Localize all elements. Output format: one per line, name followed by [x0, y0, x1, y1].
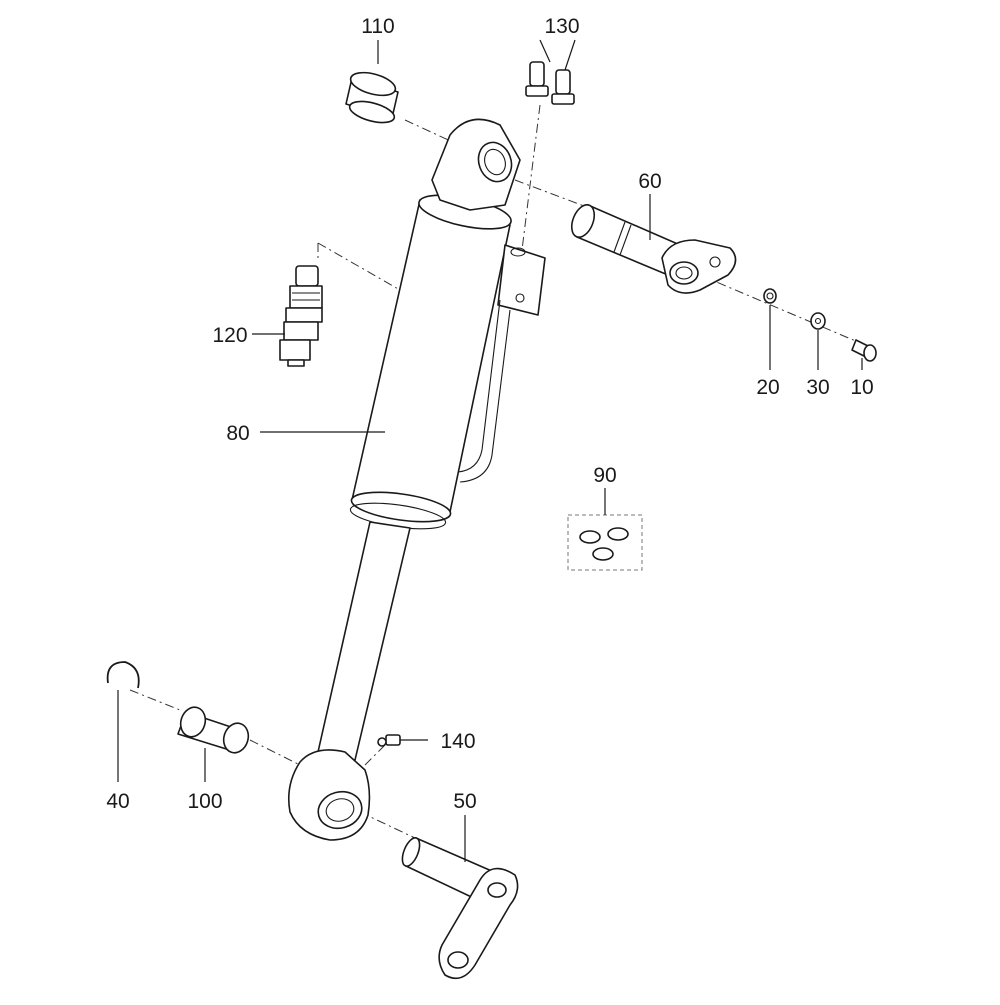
callout-10: 10	[850, 376, 873, 399]
callout-90: 90	[593, 464, 616, 487]
small-hardware	[763, 288, 877, 362]
rod-eye	[287, 749, 371, 841]
callout-140: 140	[440, 730, 475, 753]
callout-130: 130	[544, 15, 579, 38]
callout-40: 40	[106, 790, 129, 813]
callout-60: 60	[638, 170, 661, 193]
callout-20: 20	[756, 376, 779, 399]
bushing-100	[177, 706, 250, 754]
callout-30: 30	[806, 376, 829, 399]
callout-120: 120	[212, 324, 247, 347]
leader-lines	[117, 39, 863, 862]
callout-80: 80	[226, 422, 249, 445]
piston-rod	[317, 521, 411, 761]
retaining-ring-40	[106, 661, 140, 689]
pin-50	[401, 837, 519, 980]
callout-labels: 110 130 60 120 80 20 30 10 90 140 40 100…	[106, 15, 873, 813]
callout-50: 50	[453, 790, 476, 813]
callout-110: 110	[361, 15, 394, 38]
callout-100: 100	[187, 790, 222, 813]
fittings-130	[525, 61, 575, 105]
o-ring-kit-90	[567, 514, 643, 571]
valve-120	[279, 265, 323, 367]
cylinder-barrel	[349, 118, 546, 530]
grease-nipple-140	[377, 734, 401, 747]
pin-60	[570, 203, 737, 294]
bushing-110	[345, 71, 399, 124]
